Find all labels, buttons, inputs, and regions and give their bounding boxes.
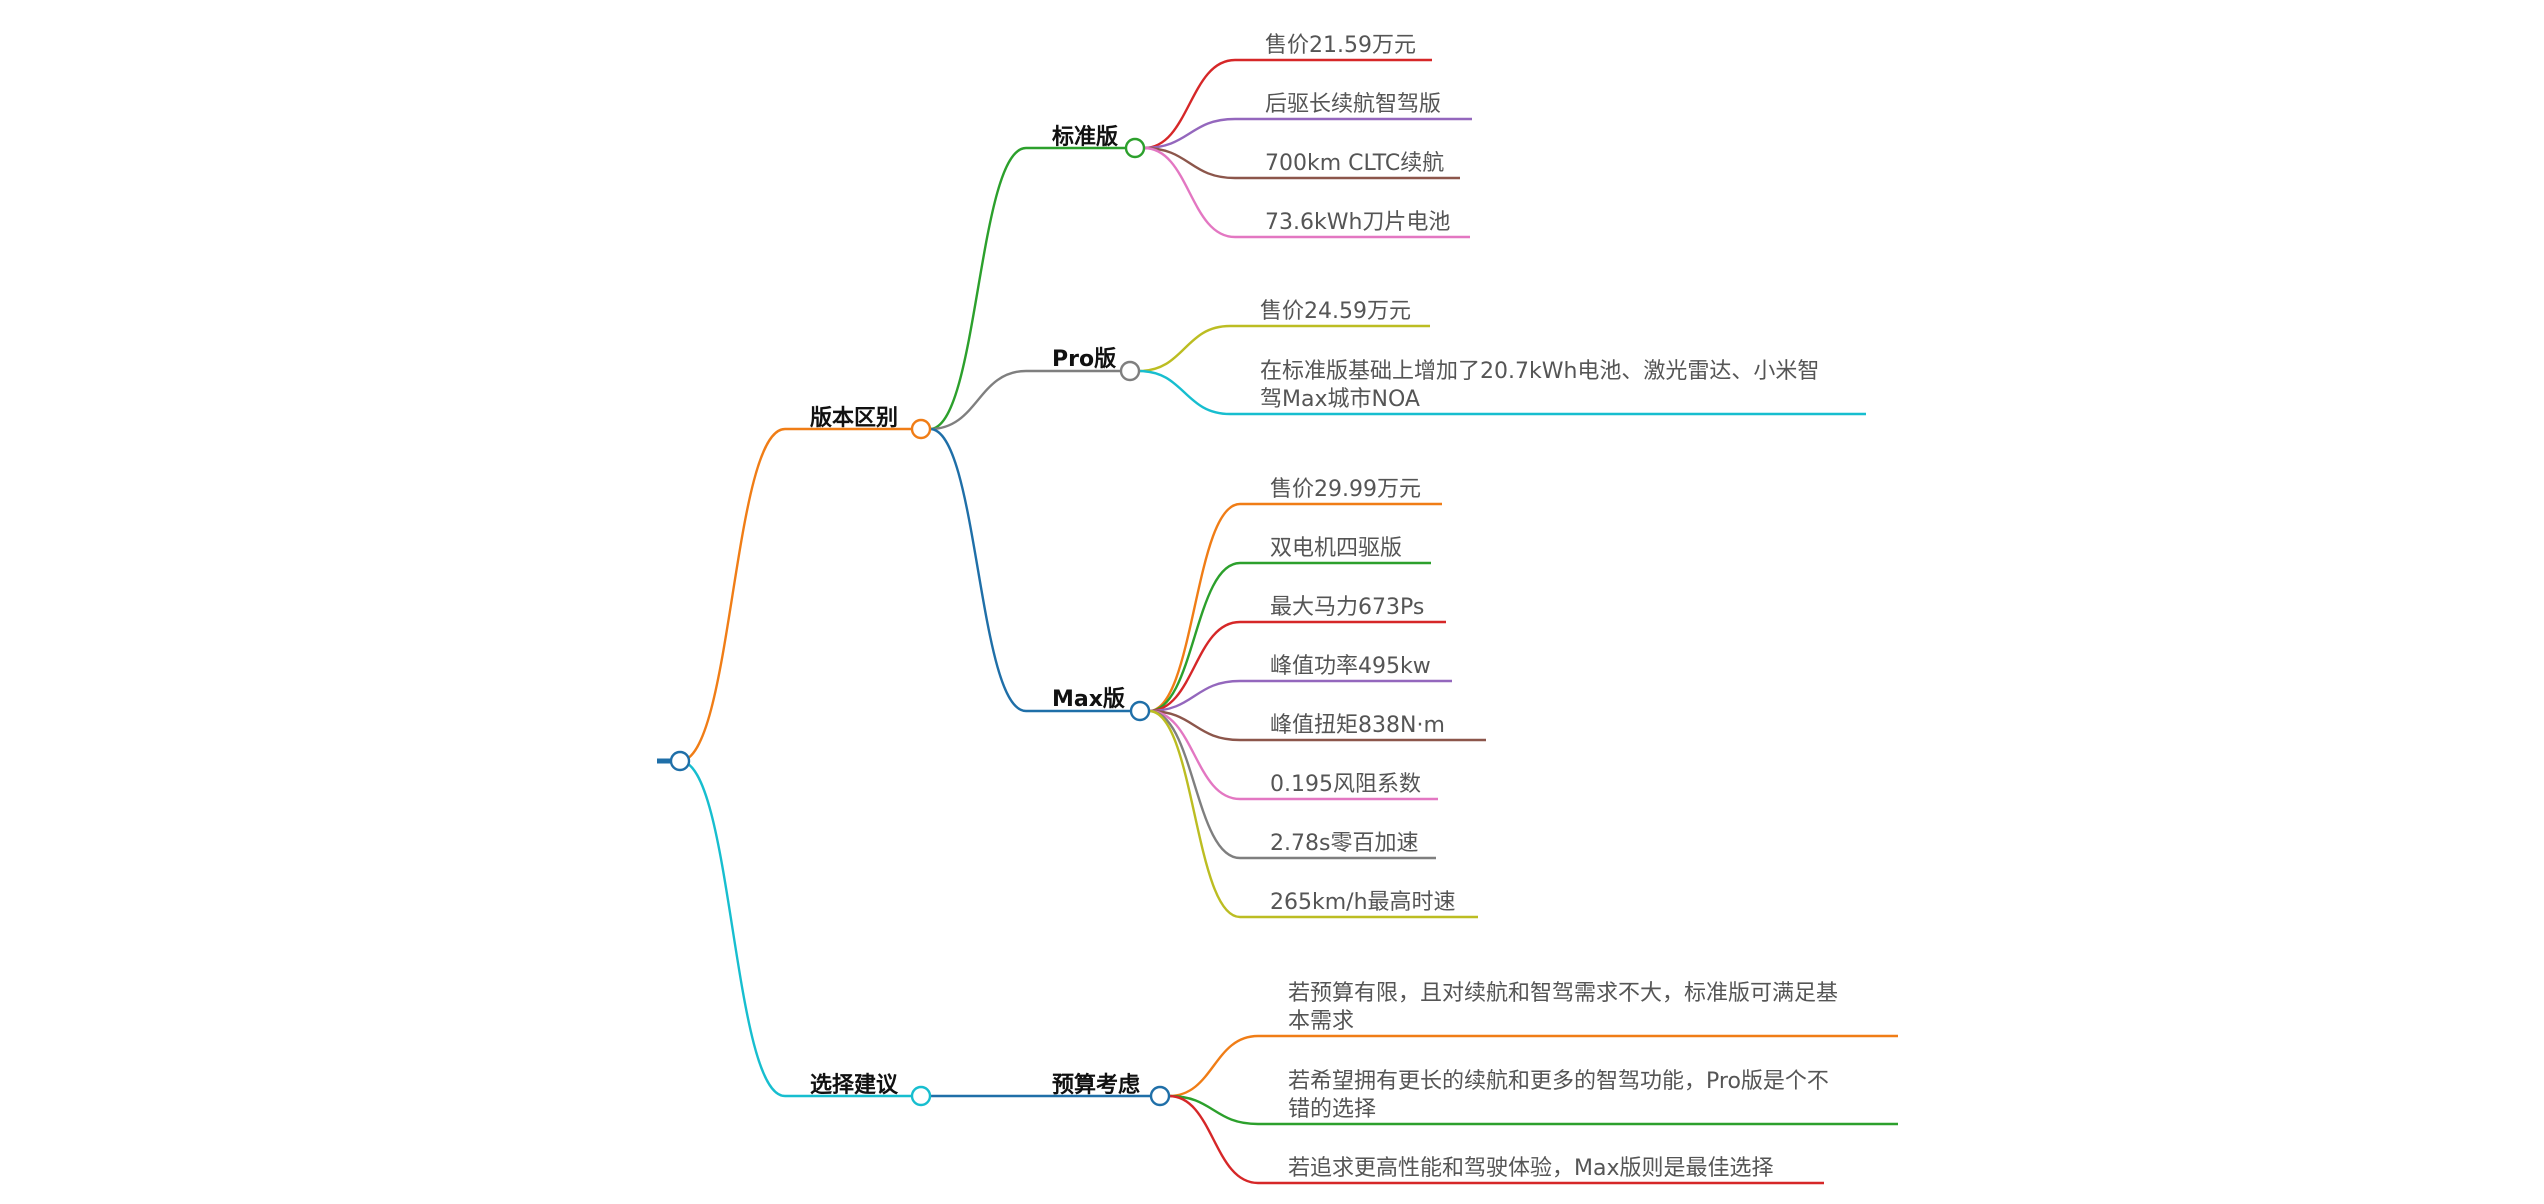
leaf-link-1-3-4 — [1148, 679, 1241, 713]
leaf-text-1-1-1: 售价21.59万元 — [1265, 33, 1416, 58]
leaf-text-1-2-1: 售价24.59万元 — [1260, 299, 1411, 324]
leaf-text-1-3-2: 双电机四驱版 — [1270, 536, 1402, 561]
leaf-text-1-3-3: 最大马力673Ps — [1270, 595, 1424, 620]
leaf-text-1-3-8: 265km/h最高时速 — [1270, 890, 1456, 915]
leaf-text-1-3-5: 峰值扭矩838N·m — [1270, 713, 1445, 738]
leaf-link-1-1-2 — [1143, 117, 1236, 150]
leaf-text-2-1-2-line-2: 错的选择 — [1288, 1097, 1376, 1122]
leaf-text-2-1-1-line-1: 若预算有限，且对续航和智驾需求不大，标准版可满足基 — [1288, 981, 1838, 1006]
sub-label-1-2: Pro版 — [1052, 347, 1116, 372]
leaf-text-1-3-6: 0.195风阻系数 — [1270, 772, 1421, 797]
leaf-text-1-1-4: 73.6kWh刀片电池 — [1265, 210, 1450, 235]
branch-link-2 — [679, 759, 786, 1098]
branch-label-2: 选择建议 — [810, 1072, 899, 1098]
leaf-text-1-3-4: 峰值功率495kw — [1270, 654, 1431, 679]
leaf-link-1-1-1 — [1143, 58, 1236, 150]
leaf-link-1-3-5 — [1148, 709, 1241, 742]
leaf-link-2-1-1 — [1168, 1034, 1259, 1098]
sub-label-2-1: 预算考虑 — [1052, 1072, 1140, 1098]
sub-node-1-3[interactable] — [1129, 700, 1151, 722]
leaf-link-1-3-1 — [1148, 502, 1241, 713]
leaf-text-1-1-2: 后驱长续航智驾版 — [1265, 92, 1441, 117]
leaf-text-1-2-2-line-1: 在标准版基础上增加了20.7kWh电池、激光雷达、小米智 — [1260, 359, 1819, 384]
sub-label-1-3: Max版 — [1052, 687, 1125, 712]
leaf-text-1-3-7: 2.78s零百加速 — [1270, 831, 1418, 856]
leaf-text-2-1-2-line-1: 若希望拥有更长的续航和更多的智驾功能，Pro版是个不 — [1288, 1069, 1829, 1094]
leaf-link-2-1-3 — [1168, 1094, 1259, 1185]
sub-node-1-1[interactable] — [1124, 137, 1146, 159]
leaf-link-1-3-7 — [1148, 709, 1241, 860]
sub-link-1-2 — [929, 369, 1027, 431]
leaf-link-1-2-1 — [1138, 324, 1231, 373]
leaf-link-1-1-4 — [1143, 146, 1236, 239]
sub-link-1-3 — [929, 427, 1027, 713]
branch-node-1[interactable] — [910, 418, 932, 440]
branch-link-1 — [679, 427, 786, 763]
leaf-link-1-1-3 — [1143, 146, 1236, 180]
branch-node-2[interactable] — [910, 1085, 932, 1107]
leaf-link-1-3-6 — [1148, 709, 1241, 801]
leaf-text-2-1-1-line-2: 本需求 — [1288, 1009, 1354, 1034]
leaf-text-1-1-3: 700km CLTC续航 — [1265, 151, 1444, 176]
leaf-link-1-3-2 — [1148, 561, 1241, 713]
leaf-link-1-3-8 — [1148, 709, 1241, 919]
leaf-text-2-1-3: 若追求更高性能和驾驶体验，Max版则是最佳选择 — [1288, 1156, 1773, 1181]
branch-label-1: 版本区别 — [810, 406, 898, 431]
sub-link-1-1 — [929, 146, 1027, 431]
root-node[interactable] — [669, 750, 691, 772]
leaf-text-1-2-2-line-2: 驾Max城市NOA — [1260, 387, 1420, 412]
sub-node-2-1[interactable] — [1149, 1085, 1171, 1107]
leaf-text-1-3-1: 售价29.99万元 — [1270, 477, 1421, 502]
leaf-link-2-1-2 — [1168, 1094, 1259, 1126]
leaf-link-1-3-3 — [1148, 620, 1241, 713]
sub-node-1-2[interactable] — [1119, 360, 1141, 382]
leaf-link-1-2-2 — [1138, 369, 1231, 416]
sub-label-1-1: 标准版 — [1052, 124, 1118, 150]
